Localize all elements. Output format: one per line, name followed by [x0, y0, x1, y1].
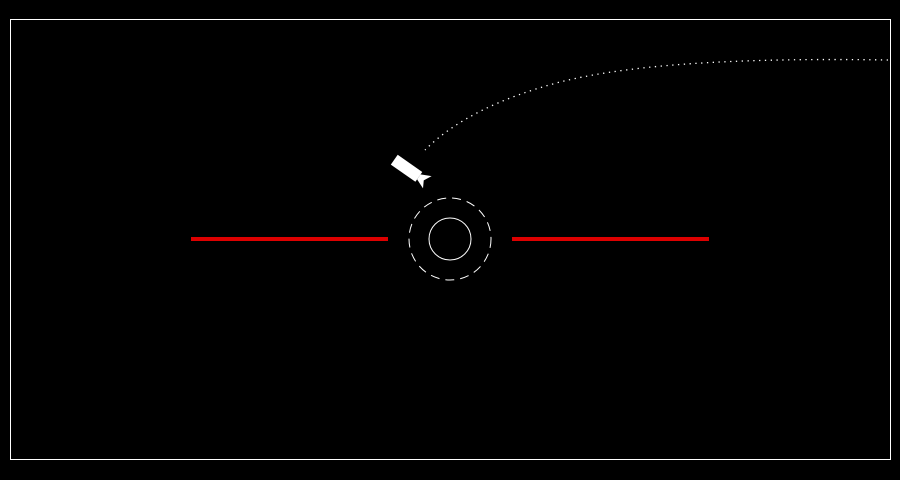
target-inner-ring	[428, 217, 472, 261]
target-outer-ring	[408, 197, 492, 281]
rocket-ship-icon	[390, 154, 432, 189]
ship-body	[390, 154, 423, 182]
ship-nozzle	[417, 174, 432, 189]
arena-border	[10, 19, 891, 460]
target-ring-icon	[408, 197, 492, 281]
trajectory-trail	[424, 58, 889, 151]
